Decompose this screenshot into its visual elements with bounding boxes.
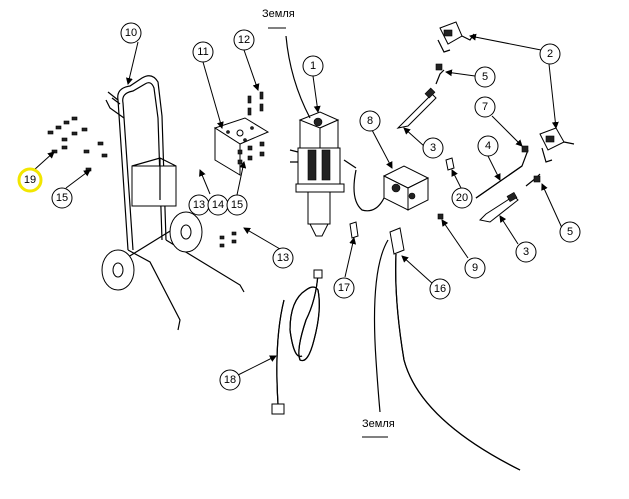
adapter bbox=[445, 157, 455, 171]
callout-3-upper[interactable]: 3 bbox=[422, 137, 444, 159]
leader-lines bbox=[33, 33, 563, 377]
suction-tube bbox=[373, 227, 521, 471]
svg-text:19: 19 bbox=[24, 174, 36, 186]
callout-18[interactable]: 18 bbox=[219, 369, 241, 391]
ground-label-bottom: Земля bbox=[362, 418, 395, 430]
svg-text:5: 5 bbox=[482, 71, 488, 83]
callout-13-right[interactable]: 13 bbox=[272, 247, 294, 269]
spray-tip-right bbox=[533, 175, 541, 183]
callout-15-cart[interactable]: 15 bbox=[51, 187, 73, 209]
callout-10[interactable]: 10 bbox=[120, 22, 142, 44]
filter-manifold bbox=[353, 165, 430, 212]
callout-13-left[interactable]: 13 bbox=[188, 194, 210, 216]
ground-clamp bbox=[349, 221, 359, 239]
callout-17[interactable]: 17 bbox=[333, 277, 355, 299]
callout-12[interactable]: 12 bbox=[233, 29, 255, 51]
spray-tip-top bbox=[435, 63, 443, 71]
callout-2-shared-label: 2 bbox=[547, 48, 553, 60]
bolt-set-left bbox=[47, 116, 108, 172]
svg-text:13: 13 bbox=[193, 199, 205, 211]
whip-hose-lower bbox=[478, 173, 541, 223]
callout-11[interactable]: 11 bbox=[192, 41, 214, 63]
callout-2-right[interactable]: 2 bbox=[547, 48, 553, 60]
svg-text:4: 4 bbox=[485, 140, 491, 152]
callout-2-top[interactable]: 2 bbox=[539, 43, 561, 65]
svg-text:13: 13 bbox=[277, 252, 289, 264]
callout-4[interactable]: 4 bbox=[477, 135, 499, 157]
callout-9[interactable]: 9 bbox=[464, 257, 486, 279]
callout-19-highlighted[interactable]: 19 bbox=[17, 167, 43, 193]
pump-assembly bbox=[285, 35, 357, 237]
svg-text:10: 10 bbox=[125, 27, 137, 39]
nozzle-tip bbox=[521, 145, 529, 153]
fitting bbox=[437, 213, 444, 220]
ground-label-top: Земля bbox=[262, 8, 295, 20]
svg-text:3: 3 bbox=[430, 142, 436, 154]
svg-text:3: 3 bbox=[523, 246, 529, 258]
mounting-bracket bbox=[213, 117, 270, 176]
callout-3-lower[interactable]: 3 bbox=[515, 241, 537, 263]
screw-set bbox=[219, 91, 265, 248]
callout-5-right[interactable]: 5 bbox=[559, 221, 581, 243]
callout-14[interactable]: 14 bbox=[207, 194, 229, 216]
svg-text:15: 15 bbox=[231, 199, 243, 211]
svg-text:2: 2 bbox=[547, 48, 553, 60]
svg-text:7: 7 bbox=[482, 101, 488, 113]
whip-hose-upper bbox=[396, 69, 445, 129]
fluid-hose-coil bbox=[271, 269, 323, 415]
callout-5-top[interactable]: 5 bbox=[474, 66, 496, 88]
svg-text:15: 15 bbox=[56, 192, 68, 204]
callout-16[interactable]: 16 bbox=[429, 278, 451, 300]
svg-text:17: 17 bbox=[338, 282, 350, 294]
callout-15-bracket[interactable]: 15 bbox=[226, 194, 248, 216]
svg-text:18: 18 bbox=[224, 374, 236, 386]
extension-rod bbox=[475, 149, 529, 199]
svg-text:8: 8 bbox=[367, 115, 373, 127]
svg-text:12: 12 bbox=[238, 34, 250, 46]
svg-text:5: 5 bbox=[567, 226, 573, 238]
callout-7[interactable]: 7 bbox=[474, 96, 496, 118]
svg-text:16: 16 bbox=[434, 283, 446, 295]
callout-1[interactable]: 1 bbox=[302, 55, 324, 77]
spray-gun-top bbox=[437, 21, 475, 53]
svg-text:20: 20 bbox=[456, 192, 468, 204]
callout-20[interactable]: 20 bbox=[451, 187, 473, 209]
svg-text:9: 9 bbox=[472, 262, 478, 274]
spray-gun-right bbox=[539, 127, 575, 163]
svg-text:14: 14 bbox=[212, 199, 224, 211]
svg-text:1: 1 bbox=[310, 60, 316, 72]
callout-8[interactable]: 8 bbox=[359, 110, 381, 132]
svg-text:11: 11 bbox=[197, 46, 208, 58]
cart-frame bbox=[101, 75, 245, 331]
